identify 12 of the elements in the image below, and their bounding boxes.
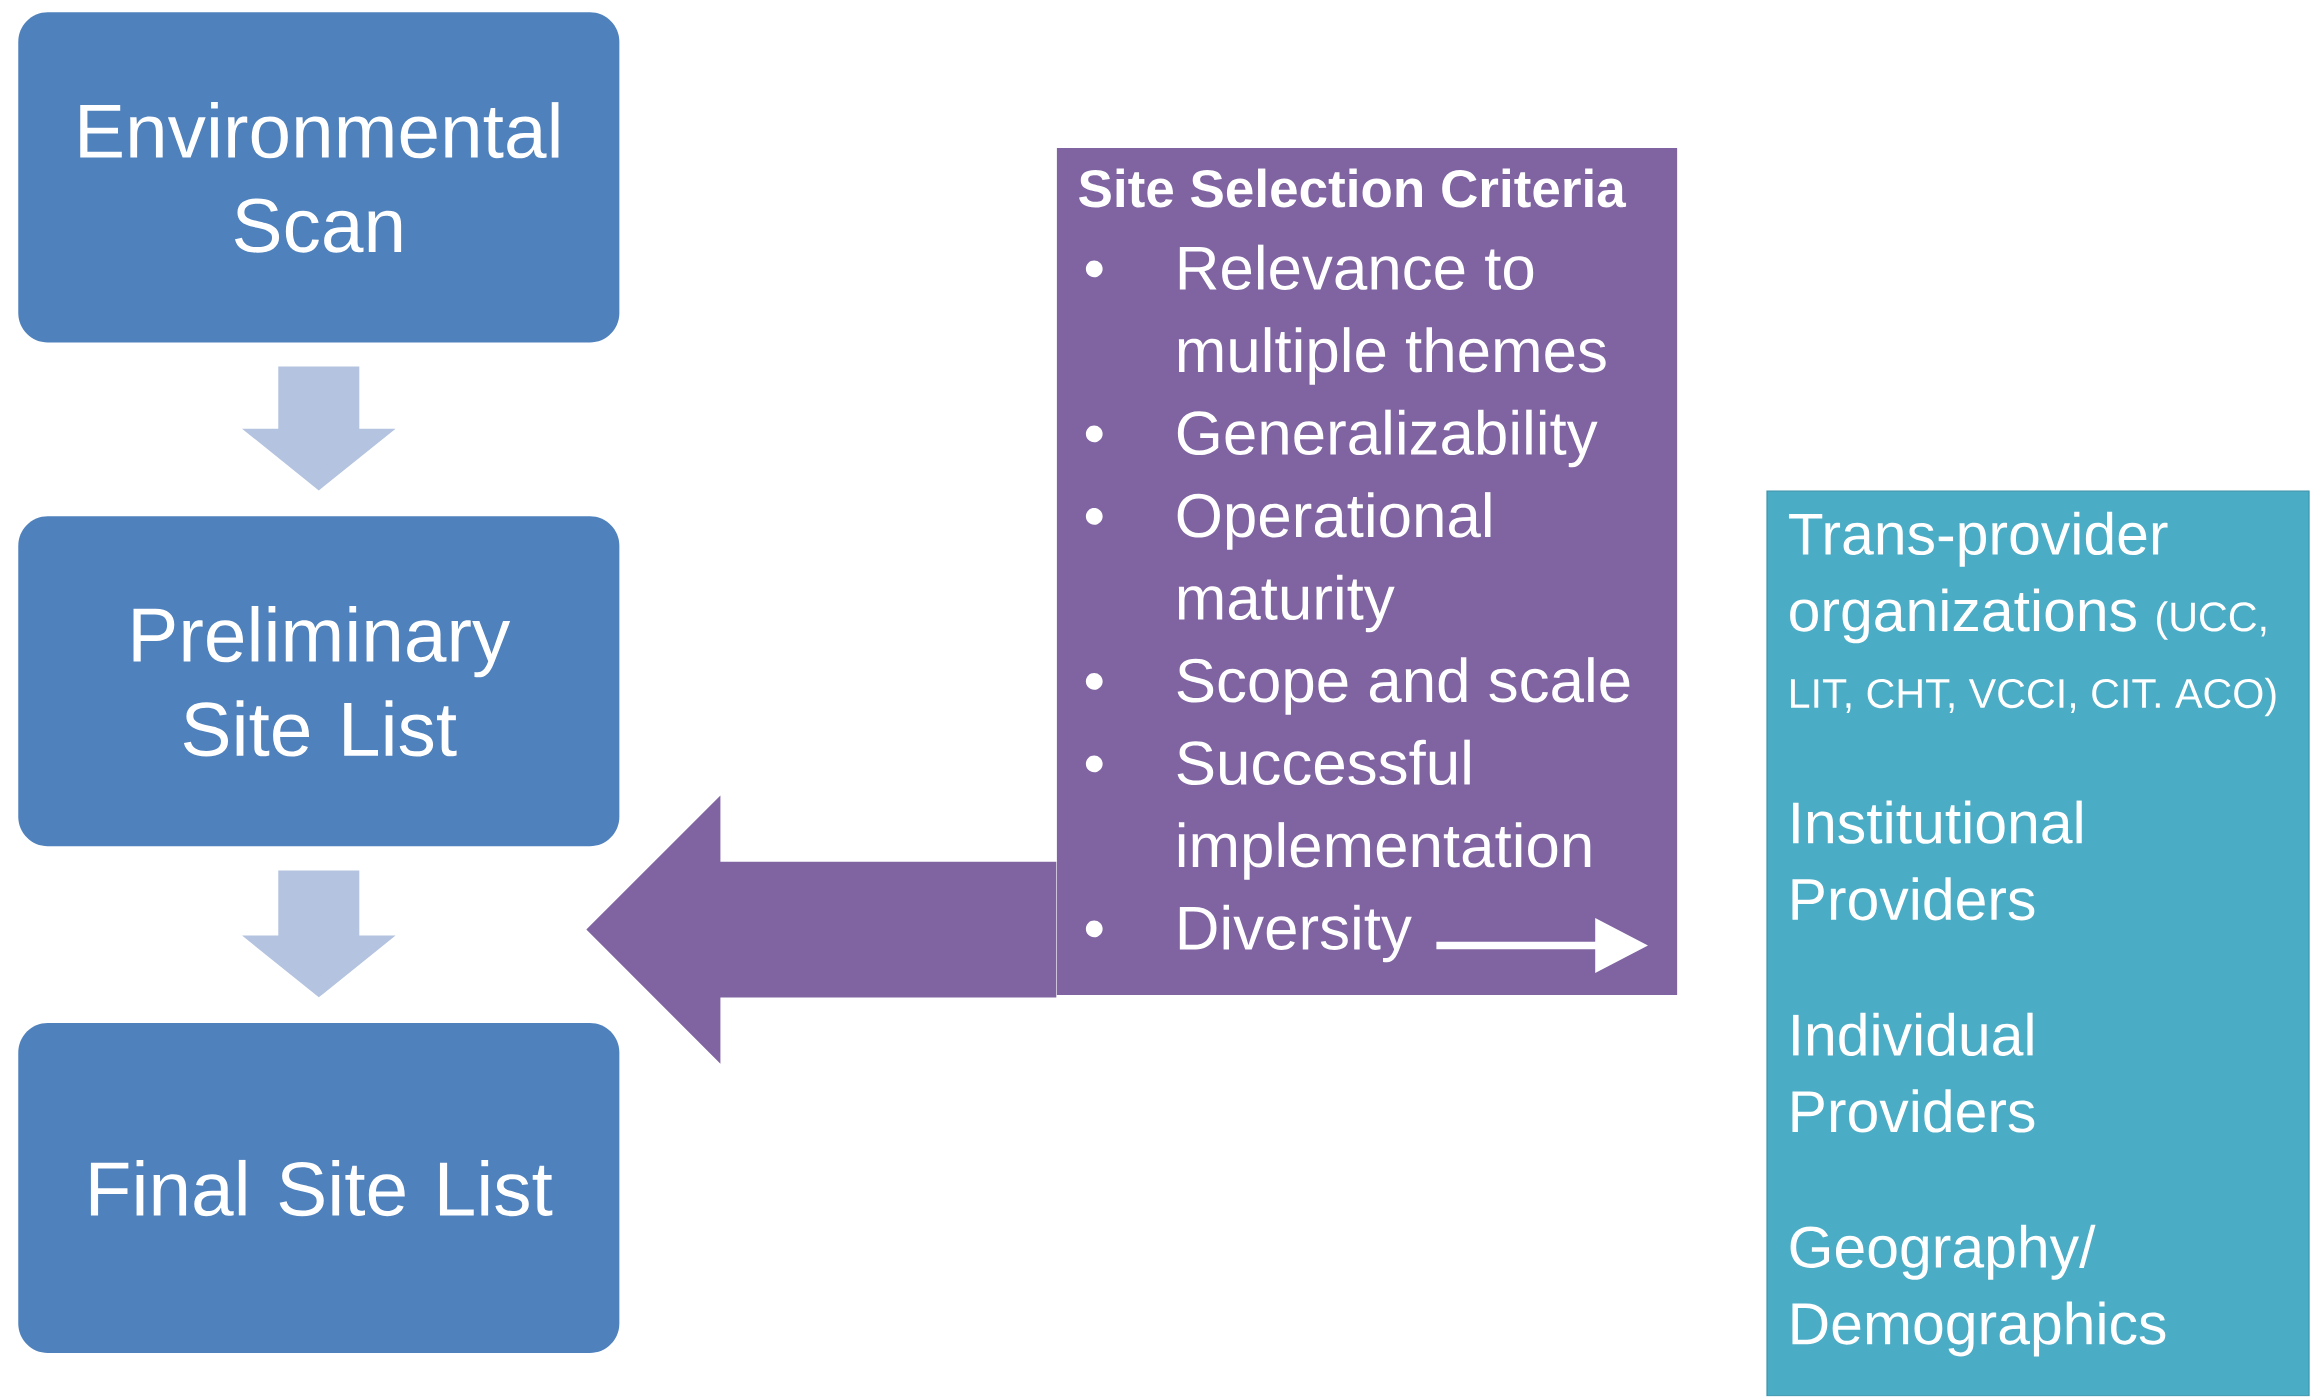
process-box: Preliminary Site List — [18, 516, 620, 847]
criteria-box: Site Selection Criteria • Relevance to multiple themes • Generalizability • Operational maturity • Scope and scale • Successful implementation • Diversity — [1056, 148, 1678, 996]
block-arrow — [586, 795, 1057, 1064]
category-box: Trans-provider organizations (UCC, LIT, CHT, VCCI, CIT. ACO) Institutional Providers Individual Providers Geography/ Demographics — [1766, 490, 2310, 1397]
bullet: • — [1085, 755, 1103, 773]
process-box: Environmental Scan — [18, 12, 620, 343]
bullet: • — [1085, 425, 1103, 443]
bullet: • — [1085, 673, 1103, 691]
process-box: Final Site List — [18, 1023, 620, 1354]
bullet: • — [1085, 920, 1103, 938]
bullet: • — [1085, 508, 1103, 526]
bullet: • — [1085, 260, 1103, 278]
